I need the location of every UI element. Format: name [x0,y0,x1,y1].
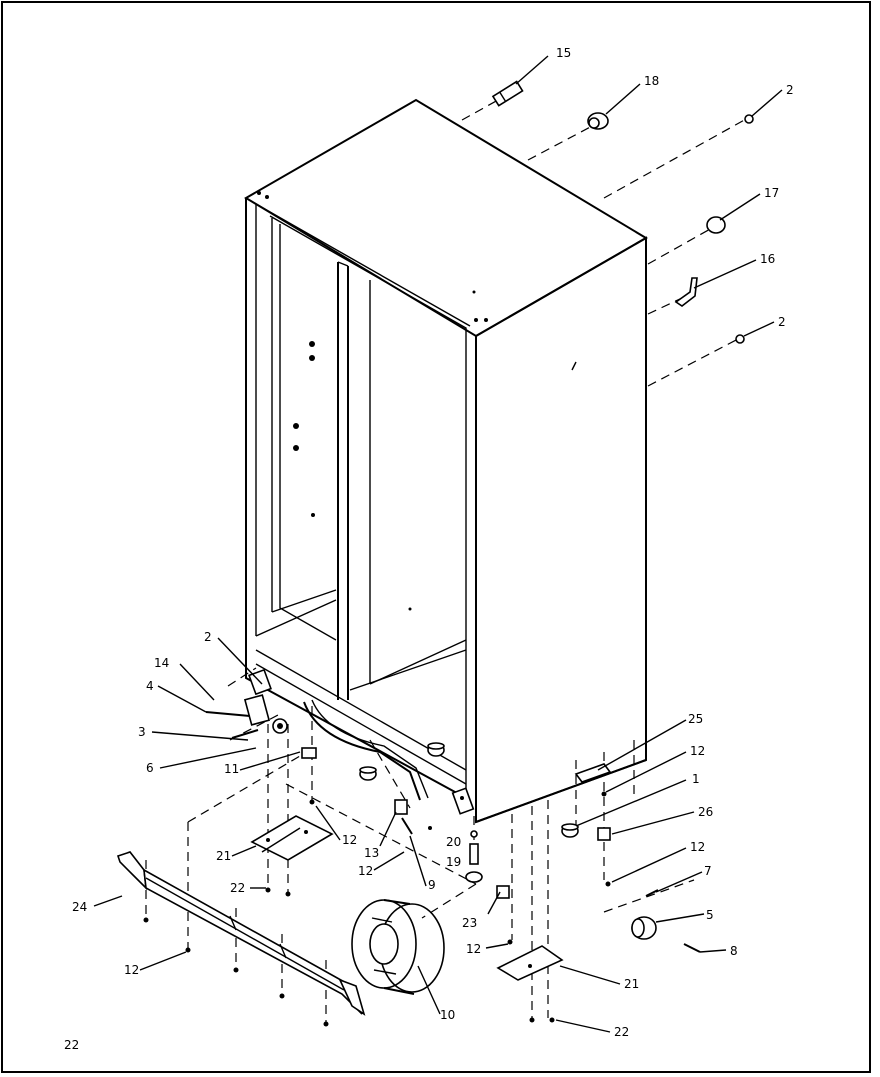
callout-10: 10 [440,1008,455,1022]
part-24-base-grille [116,851,366,1016]
cabinet-right-side [475,236,647,824]
callout-14: 14 [154,656,169,670]
callout-leaders [93,55,783,1033]
callout-22: 22 [230,881,245,895]
callout-labels: 15 18 2 17 16 2 2 14 4 3 6 11 12 13 12 9… [72,46,794,1039]
callout-17: 17 [764,186,779,200]
callout-12: 12 [690,840,705,854]
callout-20: 20 [446,835,461,849]
callout-22: 22 [614,1025,629,1039]
callout-13: 13 [364,846,379,860]
callout-1: 1 [692,772,700,786]
part-3-hinge [243,694,271,726]
callout-5: 5 [706,908,714,922]
part-15-pin [491,80,524,107]
page-number: 22 [64,1038,79,1052]
part-26-clip [597,827,611,841]
callout-23: 23 [462,916,477,930]
cabinet [244,98,648,824]
callout-15: 15 [556,46,571,60]
callout-12: 12 [124,963,139,977]
callout-12: 12 [358,864,373,878]
part-11-clip [301,747,317,759]
callout-16: 16 [760,252,775,266]
part-10-coil [351,899,445,995]
callout-18: 18 [644,74,659,88]
part-13-clip [394,799,408,815]
callout-11: 11 [224,762,239,776]
callout-25: 25 [688,712,703,726]
part-19-bolt [469,843,479,865]
callout-26: 26 [698,805,713,819]
callout-9: 9 [428,878,436,892]
callout-3: 3 [138,725,146,739]
callout-19: 19 [446,855,461,869]
part-2-nut [744,114,754,124]
callout-7: 7 [704,864,712,878]
callout-12: 12 [690,744,705,758]
part-16-bracket [674,277,698,307]
cabinet-top [244,98,648,338]
callout-2: 2 [778,315,786,329]
callout-8: 8 [730,944,738,958]
assembly-lines [145,99,749,1022]
callout-12: 12 [342,833,357,847]
part-17-cap [706,216,726,234]
callout-21: 21 [624,977,639,991]
parts [116,80,754,1027]
callout-2: 2 [786,83,794,97]
part-21-plate [250,815,334,861]
callout-6: 6 [146,761,154,775]
callout-4: 4 [146,679,154,693]
callout-12: 12 [466,942,481,956]
callout-2: 2 [204,630,212,644]
part-23-clip [496,885,510,899]
callout-21: 21 [216,849,231,863]
callout-24: 24 [72,900,87,914]
